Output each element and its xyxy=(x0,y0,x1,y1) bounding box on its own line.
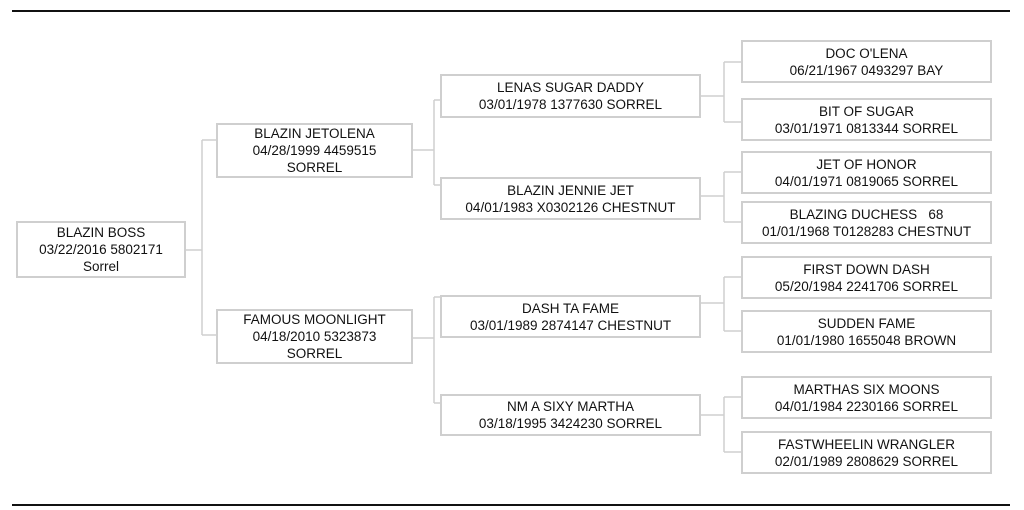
horse-name: BIT OF SUGAR xyxy=(818,103,914,119)
horse-name: JET OF HONOR xyxy=(816,156,917,172)
horse-details: 05/20/1984 2241706 SORREL xyxy=(774,278,959,294)
horse-details: 04/01/1984 2230166 SORREL xyxy=(774,398,959,414)
great-grandparent-box: FASTWHEELIN WRANGLER 02/01/1989 2808629 … xyxy=(741,431,992,474)
horse-name: BLAZIN BOSS xyxy=(56,225,146,240)
dam-dam-box: NM A SIXY MARTHA 03/18/1995 3424230 SORR… xyxy=(440,394,701,436)
great-grandparent-box: SUDDEN FAME 01/01/1980 1655048 BROWN xyxy=(741,310,992,353)
horse-name: DASH TA FAME xyxy=(521,300,620,316)
dam-box: FAMOUS MOONLIGHT 04/18/2010 5323873 SORR… xyxy=(216,309,413,364)
horse-details: 01/01/1968 T0128283 CHESTNUT xyxy=(761,223,972,239)
horse-name: BLAZIN JENNIE JET xyxy=(507,182,634,198)
horse-color: SORREL xyxy=(286,346,343,361)
horse-name: FIRST DOWN DASH xyxy=(803,261,930,277)
sire-dam-box: BLAZIN JENNIE JET 04/01/1983 X0302126 CH… xyxy=(440,177,701,220)
great-grandparent-box: MARTHAS SIX MOONS 04/01/1984 2230166 SOR… xyxy=(741,376,992,419)
great-grandparent-box: FIRST DOWN DASH 05/20/1984 2241706 SORRE… xyxy=(741,256,992,299)
great-grandparent-box: BLAZING DUCHESS 68 01/01/1968 T0128283 C… xyxy=(741,201,992,244)
horse-details: 03/18/1995 3424230 SORREL xyxy=(478,416,663,431)
horse-details: 04/01/1983 X0302126 CHESTNUT xyxy=(465,199,676,215)
horse-name: LENAS SUGAR DADDY xyxy=(496,80,645,95)
subject-horse: BLAZIN BOSS 03/22/2016 5802171 Sorrel xyxy=(16,221,186,278)
horse-details: 04/18/2010 5323873 xyxy=(252,329,377,344)
sire-sire-box: LENAS SUGAR DADDY 03/01/1978 1377630 SOR… xyxy=(440,74,701,118)
horse-details: 01/01/1980 1655048 BROWN xyxy=(776,332,957,348)
great-grandparent-box: JET OF HONOR 04/01/1971 0819065 SORREL xyxy=(741,151,992,194)
great-grandparent-box: DOC O'LENA 06/21/1967 0493297 BAY xyxy=(741,40,992,83)
bottom-rule xyxy=(12,504,1010,506)
horse-name: FASTWHEELIN WRANGLER xyxy=(777,436,956,452)
horse-details: 04/28/1999 4459515 xyxy=(252,143,377,158)
horse-color: Sorrel xyxy=(82,259,119,274)
horse-details: 03/01/1978 1377630 SORREL xyxy=(478,97,663,112)
horse-name: BLAZIN JETOLENA xyxy=(254,126,375,141)
horse-name: BLAZING DUCHESS 68 xyxy=(789,206,944,222)
horse-name: NM A SIXY MARTHA xyxy=(506,399,635,414)
horse-details: 04/01/1971 0819065 SORREL xyxy=(774,173,959,189)
horse-details: 03/22/2016 5802171 xyxy=(39,242,163,257)
horse-details: 02/01/1989 2808629 SORREL xyxy=(774,453,959,469)
horse-name: MARTHAS SIX MOONS xyxy=(793,381,940,397)
horse-color: SORREL xyxy=(286,160,343,175)
dam-sire-box: DASH TA FAME 03/01/1989 2874147 CHESTNUT xyxy=(440,295,701,338)
horse-name: FAMOUS MOONLIGHT xyxy=(243,312,386,327)
horse-details: 06/21/1967 0493297 BAY xyxy=(789,62,944,78)
top-rule xyxy=(12,10,1010,12)
horse-details: 03/01/1989 2874147 CHESTNUT xyxy=(469,317,672,333)
great-grandparent-box: BIT OF SUGAR 03/01/1971 0813344 SORREL xyxy=(741,98,992,141)
horse-name: DOC O'LENA xyxy=(825,45,908,61)
sire-box: BLAZIN JETOLENA 04/28/1999 4459515 SORRE… xyxy=(216,123,413,178)
horse-details: 03/01/1971 0813344 SORREL xyxy=(774,120,959,136)
horse-name: SUDDEN FAME xyxy=(817,315,916,331)
